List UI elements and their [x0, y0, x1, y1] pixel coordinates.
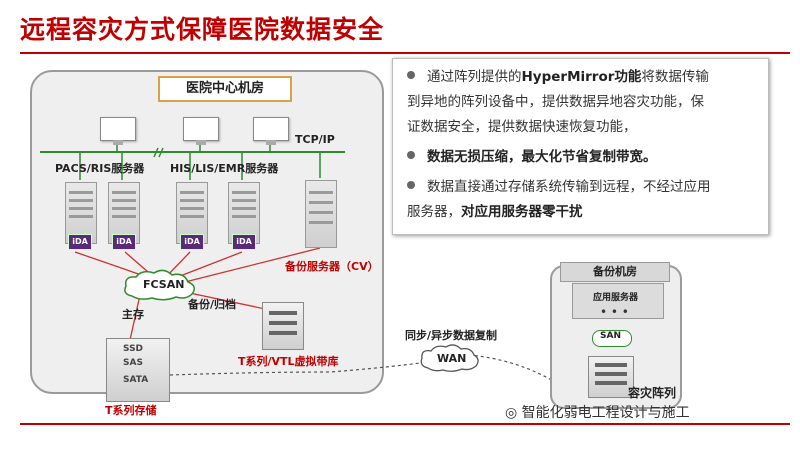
wan-cloud-icon: [420, 344, 479, 372]
title-underline: [20, 52, 790, 54]
bullet-hypermirror: 通过阵列提供的HyperMirror功能将数据传输: [407, 65, 762, 90]
dr-array-label: 容灾阵列: [628, 386, 677, 400]
wan-label: WAN: [437, 352, 467, 365]
bullet-dot-icon: [407, 181, 415, 189]
san-cloud-icon: [592, 330, 632, 347]
dr-array-icon: [588, 356, 634, 398]
bullet-dot-icon: [407, 151, 415, 159]
watermark: ◎ 智能化弱电工程设计与施工: [505, 405, 690, 421]
bullet-dot-icon: [407, 71, 415, 79]
his-lis-emr-server-label: HIS/LIS/EMR服务器: [170, 162, 279, 175]
more-dots-icon: • • •: [600, 305, 629, 319]
page-title: 远程容灾方式保障医院数据安全: [20, 15, 385, 44]
ssd-tier-label: SSD: [123, 344, 144, 354]
vtl-label: T系列/VTL虚拟带库: [238, 355, 339, 368]
fcsan-label: FCSAN: [143, 278, 185, 291]
app-server-label: 应用服务器: [593, 293, 639, 303]
main-storage-label: 主存: [122, 308, 144, 321]
description-panel: 通过阵列提供的HyperMirror功能将数据传输 到异地的阵列设备中，提供数据…: [392, 58, 769, 235]
bullet-direct-transfer-line2: 服务器，对应用服务器零干扰: [407, 204, 583, 220]
backup-server-icon: [305, 180, 337, 248]
sas-tier-label: SAS: [123, 358, 143, 368]
footer-line: [20, 423, 790, 425]
backup-archive-label: 备份/归档: [188, 298, 237, 311]
bullet-compression: 数据无损压缩，最大化节省复制带宽。: [407, 145, 762, 170]
backup-site-label: 备份机房: [560, 262, 670, 282]
vtl-tape-library-icon: [262, 302, 304, 350]
bullet-hypermirror-line3: 证数据安全，提供数据快速恢复功能，: [407, 119, 637, 135]
workstation-monitor-icon: [100, 117, 136, 145]
sata-tier-label: SATA: [123, 375, 149, 385]
ida-badge: iDA: [68, 234, 92, 250]
ida-badge: iDA: [180, 234, 204, 250]
pacs-server-icon: [65, 182, 97, 244]
workstation-monitor-icon: [253, 117, 289, 145]
backup-server-label: 备份服务器（CV）: [285, 260, 379, 273]
ida-badge: iDA: [232, 234, 256, 250]
fcsan-cloud-icon: [124, 269, 195, 301]
t-series-storage-label: T系列存储: [105, 404, 157, 417]
replication-label: 同步/异步数据复制: [405, 329, 498, 342]
bullet-hypermirror-line2: 到异地的阵列设备中，提供数据异地容灾功能，保: [407, 94, 704, 110]
san-label: SAN: [600, 331, 621, 341]
bullet-direct-transfer: 数据直接通过存储系统传输到远程，不经过应用: [407, 175, 762, 200]
his-server-icon: [176, 182, 208, 244]
workstation-monitor-icon: [183, 117, 219, 145]
wechat-icon: ◎: [505, 405, 522, 421]
emr-server-icon: [228, 182, 260, 244]
ida-badge: iDA: [112, 234, 136, 250]
app-server-rack-icon: [572, 283, 664, 319]
ris-server-icon: [108, 182, 140, 244]
pacs-ris-server-label: PACS/RIS服务器: [55, 162, 145, 175]
center-datacenter-label: 医院中心机房: [158, 76, 292, 102]
tcpip-label: TCP/IP: [295, 133, 335, 146]
t-series-storage-icon: SSD SAS SATA: [106, 338, 170, 402]
